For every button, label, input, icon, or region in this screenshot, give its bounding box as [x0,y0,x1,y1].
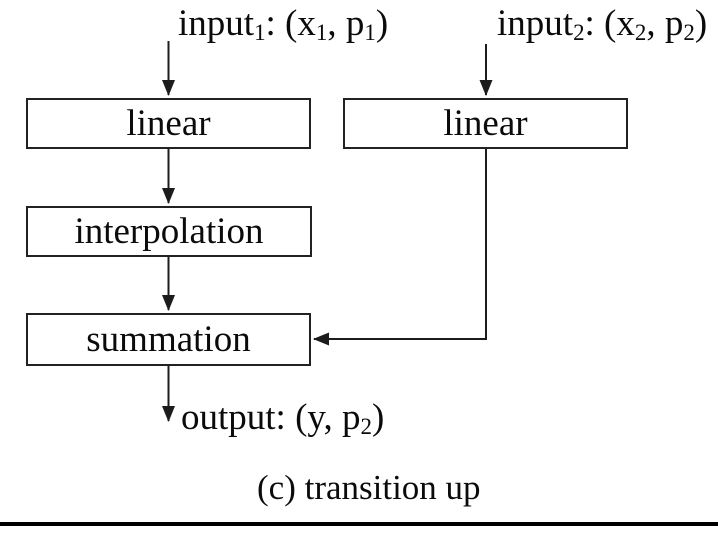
input2-label: input2: (x2, p2) [497,3,708,46]
linear2-box: linear [343,98,628,149]
linear1-box-label: linear [126,103,211,144]
input1-label: input1: (x1, p1) [178,3,389,46]
interpolation-box: interpolation [26,206,312,257]
bottom-rule [0,522,718,526]
linear2-box-label: linear [443,103,528,144]
output-label: output: (y, p2) [181,397,385,440]
summation-box: summation [26,313,311,366]
figure-caption: (c) transition up [257,468,481,507]
interpolation-box-label: interpolation [74,211,264,252]
summation-box-label: summation [86,319,251,360]
arrow-linear2-to-summation [313,149,487,346]
linear1-box: linear [26,98,311,149]
